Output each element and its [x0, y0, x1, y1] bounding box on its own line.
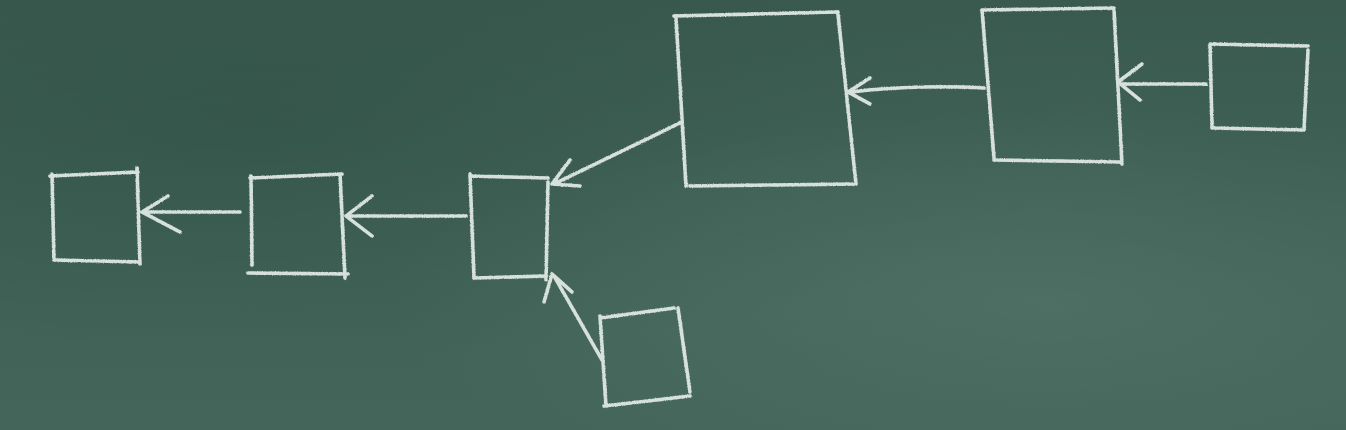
arrow-g-to-f — [1116, 62, 1208, 102]
box-g — [1208, 42, 1310, 132]
box-b — [246, 172, 350, 280]
box-a — [48, 166, 142, 266]
box-d — [598, 306, 692, 408]
box-e — [672, 10, 858, 188]
arrow-b-to-a — [140, 194, 242, 234]
arrow-c-to-b — [344, 194, 468, 238]
box-c — [468, 172, 550, 282]
box-f — [980, 6, 1124, 166]
arrow-d-to-c — [542, 272, 604, 362]
arrow-e-to-c — [550, 120, 684, 188]
arrow-f-to-e — [846, 76, 986, 106]
